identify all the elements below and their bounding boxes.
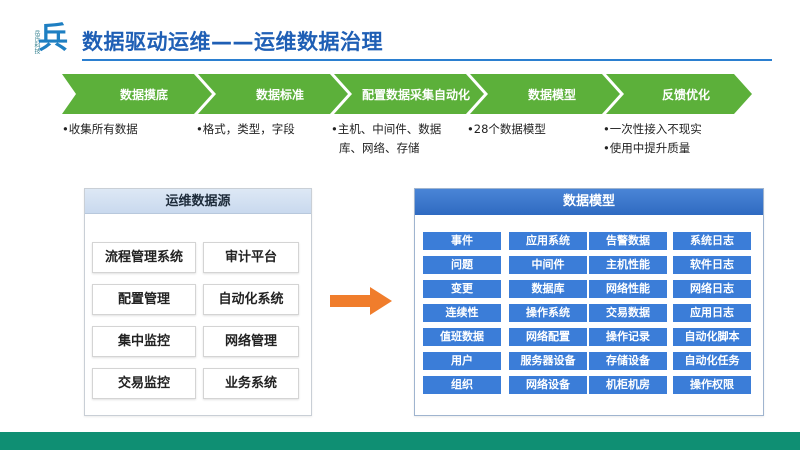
model-cell: 交易数据 bbox=[589, 304, 667, 322]
footer-bar bbox=[0, 432, 800, 450]
model-cell: 数据库 bbox=[509, 280, 587, 298]
logo-small-text: 岳氏科技 bbox=[33, 30, 40, 54]
stage-note: •28个数据模型 bbox=[467, 122, 546, 136]
stage-chevron-2: 数据标准 bbox=[198, 74, 348, 114]
stage-note: •主机、中间件、数据 bbox=[331, 122, 442, 136]
model-cell: 软件日志 bbox=[673, 256, 751, 274]
model-cell: 组织 bbox=[423, 376, 501, 394]
stage-label: 反馈优化 bbox=[661, 87, 710, 102]
model-cell: 自动化脚本 bbox=[673, 328, 751, 346]
model-cell: 操作权限 bbox=[673, 376, 751, 394]
stage-chevron-5: 反馈优化 bbox=[606, 74, 752, 114]
company-logo: 岳氏科技 兵 bbox=[18, 21, 70, 58]
chevron-shape bbox=[470, 74, 620, 114]
model-cell: 存储设备 bbox=[589, 352, 667, 370]
stage-note: •格式，类型，字段 bbox=[196, 122, 295, 136]
data-model-title: 数据模型 bbox=[415, 189, 763, 215]
stage-note: •一次性接入不现实 bbox=[603, 122, 702, 136]
stage-note: •使用中提升质量 bbox=[603, 141, 691, 155]
model-cell: 值班数据 bbox=[423, 328, 501, 346]
logo-glyph: 兵 bbox=[38, 21, 68, 56]
model-cell: 用户 bbox=[423, 352, 501, 370]
stage-note-continued: 库、网络、存储 bbox=[339, 141, 420, 155]
stage-note: •收集所有数据 bbox=[62, 122, 138, 136]
stage-notes-3: •主机、中间件、数据 库、网络、存储 bbox=[331, 120, 441, 158]
title-divider bbox=[82, 59, 772, 61]
data-sources-panel: 运维数据源 流程管理系统 审计平台 配置管理 自动化系统 集中监控 网络管理 交… bbox=[84, 188, 312, 416]
stage-notes-1: •收集所有数据 bbox=[62, 120, 138, 139]
model-cell: 自动化任务 bbox=[673, 352, 751, 370]
chevron-shape bbox=[606, 74, 752, 114]
stage-label: 数据标准 bbox=[255, 87, 304, 102]
model-cell: 网络设备 bbox=[509, 376, 587, 394]
source-item: 自动化系统 bbox=[203, 284, 299, 315]
model-cell: 问题 bbox=[423, 256, 501, 274]
stage-chevron-3: 配置数据采集自动化 bbox=[334, 74, 484, 114]
stage-notes-5: •一次性接入不现实 •使用中提升质量 bbox=[603, 120, 702, 158]
model-cell: 网络配置 bbox=[509, 328, 587, 346]
right-arrow-icon bbox=[330, 287, 392, 315]
model-cell: 系统日志 bbox=[673, 232, 751, 250]
stage-label: 数据摸底 bbox=[119, 87, 168, 102]
stage-notes-4: •28个数据模型 bbox=[467, 120, 546, 139]
model-cell: 操作记录 bbox=[589, 328, 667, 346]
source-item: 交易监控 bbox=[92, 368, 196, 399]
stage-chevron-4: 数据模型 bbox=[470, 74, 620, 114]
model-cell: 中间件 bbox=[509, 256, 587, 274]
chevron-shape bbox=[62, 74, 212, 114]
source-item: 集中监控 bbox=[92, 326, 196, 357]
stage-chevron-1: 数据摸底 bbox=[62, 74, 212, 114]
stage-label: 数据模型 bbox=[527, 87, 576, 102]
source-item: 配置管理 bbox=[92, 284, 196, 315]
data-sources-title: 运维数据源 bbox=[85, 189, 311, 214]
model-cell: 网络日志 bbox=[673, 280, 751, 298]
model-cell: 网络性能 bbox=[589, 280, 667, 298]
data-model-panel: 数据模型 事件问题变更连续性值班数据用户组织 应用系统中间件数据库操作系统网络配置… bbox=[414, 188, 764, 416]
stage-label: 配置数据采集自动化 bbox=[361, 87, 470, 102]
source-item: 网络管理 bbox=[203, 326, 299, 357]
model-cell: 告警数据 bbox=[589, 232, 667, 250]
source-item: 审计平台 bbox=[203, 242, 299, 273]
chevron-shape bbox=[198, 74, 348, 114]
model-cell: 变更 bbox=[423, 280, 501, 298]
source-item: 业务系统 bbox=[203, 368, 299, 399]
model-cell: 服务器设备 bbox=[509, 352, 587, 370]
chevron-shape bbox=[334, 74, 484, 114]
stage-notes-2: •格式，类型，字段 bbox=[196, 120, 295, 139]
model-cell: 事件 bbox=[423, 232, 501, 250]
model-cell: 应用系统 bbox=[509, 232, 587, 250]
source-item: 流程管理系统 bbox=[92, 242, 196, 273]
process-chevrons: 数据摸底 数据标准 配置数据采集自动化 数据模型 反馈优化 bbox=[62, 74, 752, 114]
model-cell: 机柜机房 bbox=[589, 376, 667, 394]
page-title: 数据驱动运维——运维数据治理 bbox=[82, 30, 383, 54]
model-cell: 应用日志 bbox=[673, 304, 751, 322]
model-cell: 主机性能 bbox=[589, 256, 667, 274]
model-cell: 操作系统 bbox=[509, 304, 587, 322]
model-cell: 连续性 bbox=[423, 304, 501, 322]
